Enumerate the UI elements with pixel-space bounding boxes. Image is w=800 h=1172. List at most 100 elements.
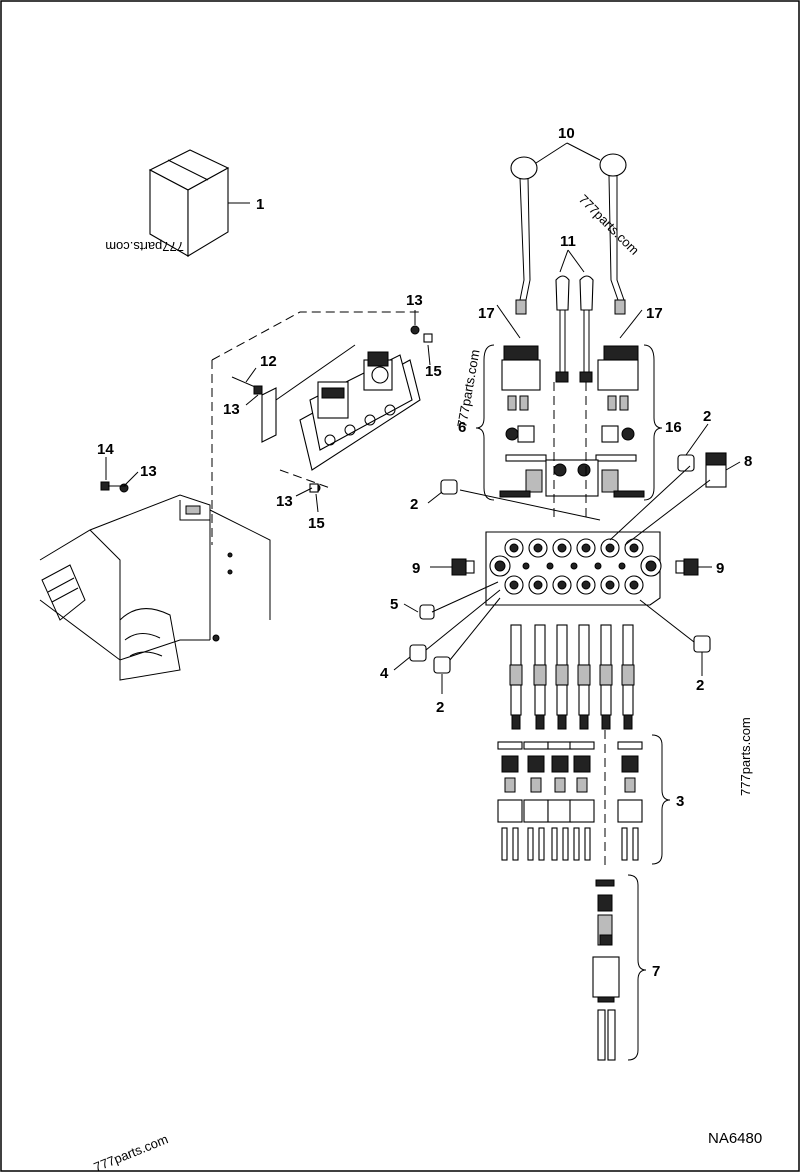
callout-2-upper-left: 2 — [410, 496, 418, 513]
part-11-levers — [555, 249, 594, 383]
kit3-bolt — [501, 827, 508, 861]
kit3-bolt — [512, 827, 519, 861]
watermark-bottom-left: 777parts.com — [92, 1131, 171, 1172]
spool-end — [622, 684, 634, 716]
kit3-housing — [523, 799, 549, 823]
kit-6-16 — [475, 304, 663, 520]
spool-tip — [623, 714, 633, 730]
spool-ring — [599, 664, 613, 686]
callout-16: 16 — [665, 419, 682, 436]
spool-tip — [579, 714, 589, 730]
kit-7 — [592, 730, 647, 1061]
valve-port-upper-core — [605, 543, 615, 553]
kit3-cap — [569, 741, 595, 750]
callout-6: 6 — [458, 419, 466, 436]
spool-body — [578, 624, 590, 666]
kit3-housing — [569, 799, 595, 823]
valve-bolt — [522, 562, 530, 570]
valve-bolt — [546, 562, 554, 570]
callout-1: 1 — [256, 196, 264, 213]
kit3-housing — [617, 799, 643, 823]
valve-port-lower-core — [533, 580, 543, 590]
callout-2-lower-right: 2 — [696, 677, 704, 694]
watermark-vertical-center: 777parts.com — [454, 348, 482, 428]
kit3-bolt — [573, 827, 580, 861]
callout-11: 11 — [560, 233, 576, 250]
callout-10: 10 — [558, 125, 575, 142]
kit3-bolt — [551, 827, 558, 861]
kit3-bolt — [527, 827, 534, 861]
valve-port-upper-core — [509, 543, 519, 553]
spool-ring — [621, 664, 635, 686]
kit3-spring — [621, 755, 639, 773]
callout-4: 4 — [380, 665, 389, 682]
spool-tip — [601, 714, 611, 730]
valve-port-lower-core — [509, 580, 519, 590]
callout-12: 12 — [260, 353, 277, 370]
kit3-bolt — [632, 827, 639, 861]
leaders — [105, 310, 741, 694]
spool-body — [556, 624, 568, 666]
spool-ring — [509, 664, 523, 686]
spool-tip — [557, 714, 567, 730]
kit3-bolt — [621, 827, 628, 861]
figure-id: NA6480 — [708, 1130, 762, 1147]
kit-3 — [497, 734, 671, 865]
valve-port-lower-core — [629, 580, 639, 590]
kit3-seat — [530, 777, 542, 793]
kit3-bolt — [538, 827, 545, 861]
kit3-bolt — [562, 827, 569, 861]
spool-body — [600, 624, 612, 666]
kit3-bolt — [584, 827, 591, 861]
valve-port-upper-core — [581, 543, 591, 553]
valve-port-upper-core — [533, 543, 543, 553]
callout-13-top: 13 — [406, 292, 423, 309]
valve-bolt — [594, 562, 602, 570]
spool-ring — [555, 664, 569, 686]
watermark-right-vertical: 777parts.com — [738, 717, 753, 796]
kit3-seat — [576, 777, 588, 793]
spool-end — [534, 684, 546, 716]
valve-port-lower-core — [605, 580, 615, 590]
callout-14: 14 — [97, 441, 114, 458]
spool-tip — [535, 714, 545, 730]
main-valve-body — [451, 531, 699, 606]
spool-end — [600, 684, 612, 716]
callout-13-frame: 13 — [140, 463, 157, 480]
callout-17-right: 17 — [646, 305, 663, 322]
callout-15-top: 15 — [425, 363, 442, 380]
callout-2-lower-left: 2 — [436, 699, 444, 716]
spool-tip — [511, 714, 521, 730]
callout-9-left: 9 — [412, 560, 420, 577]
valve-bolt — [570, 562, 578, 570]
valve-assembly — [211, 311, 433, 545]
valve-port-lower-core — [581, 580, 591, 590]
spool-end — [578, 684, 590, 716]
spool-body — [510, 624, 522, 666]
spool-ring — [533, 664, 547, 686]
kit3-seat — [504, 777, 516, 793]
spool-body — [534, 624, 546, 666]
kit3-spring — [527, 755, 545, 773]
kit3-spring — [573, 755, 591, 773]
spool-end — [510, 684, 522, 716]
kit3-spring — [501, 755, 519, 773]
spool-body — [622, 624, 634, 666]
spool-end — [556, 684, 568, 716]
kit3-cap — [547, 741, 573, 750]
callout-15-bottom: 15 — [308, 515, 325, 532]
callout-3: 3 — [676, 793, 684, 810]
part-1-box — [148, 149, 250, 257]
watermark-upside-down: 777parts.com — [105, 239, 184, 254]
kit3-spring — [551, 755, 569, 773]
kit3-housing — [497, 799, 523, 823]
kit3-cap — [617, 741, 643, 750]
callout-5: 5 — [390, 596, 398, 613]
callout-13-bottom: 13 — [276, 493, 293, 510]
kit3-seat — [554, 777, 566, 793]
valve-port-upper-core — [557, 543, 567, 553]
part-10-handles — [510, 142, 627, 315]
kit3-seat — [624, 777, 636, 793]
